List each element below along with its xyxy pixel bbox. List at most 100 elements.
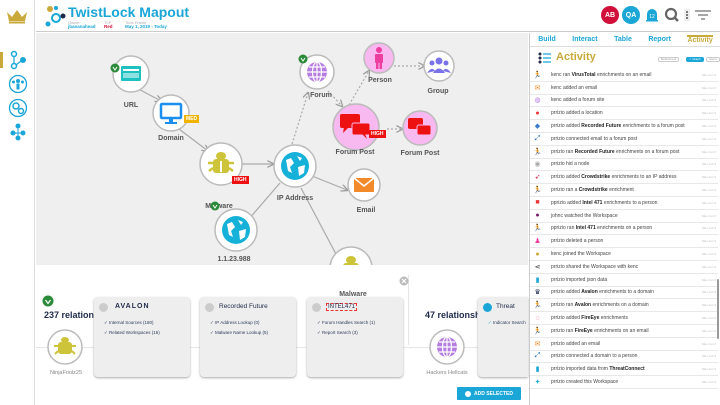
node-forum-post-2[interactable] [401,109,439,147]
source-name: INTEL471 [326,303,358,311]
activity-item[interactable]: 🏃prrizio ran FireEye enrichments on an e… [530,325,718,338]
node-label-group: Group [427,88,449,95]
activity-item[interactable]: 🏃 kenc ran VirusTotal enrichments on an e… [530,69,718,82]
activity-timestamp: Mon Jun 3 [701,188,716,193]
node-malware[interactable] [198,141,244,187]
filter-users[interactable]: Users [706,57,720,62]
activity-text: kenc ran VirusTotal enrichments on an em… [551,71,652,78]
activity-scrollbar[interactable] [717,279,719,339]
activity-header: Activity Refinement ✓ Graph Users [530,48,720,68]
tab-report[interactable]: Report [648,36,671,43]
entity-name: NinjaFoolz25 [49,370,83,376]
people-view-icon[interactable] [8,74,28,94]
node-label-forum-post: Forum Post [335,149,375,156]
source-card-threatconnect[interactable]: Threat ✓ Indicator Search [478,297,528,377]
source-card-intel471[interactable]: INTEL471 ✓ Forum Handles Search (1) ✓ Re… [307,297,403,377]
activity-item[interactable]: ▮prrizio imported data from ThreatConnec… [530,363,718,377]
node-url[interactable] [111,54,151,94]
select-checkbox[interactable] [99,303,108,312]
activity-item[interactable]: ■pprizio added Intel 471 enrichments to … [530,197,718,210]
node-ip-1-1-23-988[interactable] [213,207,259,253]
activity-item[interactable]: ⤢prrizio connected email to a forum post… [530,133,718,146]
node-person[interactable] [362,41,396,75]
tab-activity[interactable]: Activity [687,35,713,44]
activity-timestamp: Mon Jun 3 [701,175,716,180]
select-checkbox-checked[interactable] [483,303,492,312]
time-frame-label: Time Frame [125,20,147,25]
activity-item[interactable]: 🏃pprizio ran Intel 471 enrichments on a … [530,223,718,236]
edge-ip-email [311,175,347,190]
activity-item[interactable]: ➶prrizio added Crowdstrike enrichments t… [530,171,718,185]
node-group[interactable] [422,49,456,83]
activity-item[interactable]: ♛prrizio added Avalon enrichments to a d… [530,287,718,300]
activity-item[interactable]: 🏃prrizio ran Avalon enrichments on a dom… [530,299,718,313]
owner-value[interactable]: jbananahead [68,24,96,29]
workspace-logo-icon [45,6,66,27]
activity-text: prrizio imported data from ThreatConnect [551,366,645,373]
recorded-future-icon: ◆ [534,123,541,131]
select-checkbox[interactable] [312,303,321,312]
activity-text: kenc added an email [551,84,598,91]
source-line: ✓ IP Address Lookup (0) [210,320,260,325]
node-forum[interactable] [298,53,336,91]
notification-bell-icon[interactable]: 12 [643,6,661,24]
tab-build[interactable]: Build [538,36,556,43]
source-card-recorded-future[interactable]: Recorded Future ✓ IP Address Lookup (0) … [200,297,296,377]
crown-logo-icon[interactable] [6,8,28,24]
runner-icon: 🏃 [533,187,542,195]
tlp-value[interactable]: Red [104,24,113,29]
activity-item[interactable]: ◆prrizio added Recorded Future enrichmen… [530,120,718,133]
settings-view-icon[interactable] [8,98,28,118]
time-frame-value[interactable]: May 1, 2019 - Today [125,24,167,29]
activity-item[interactable]: 🏃prrizio ran Recorded Future enrichments… [530,146,718,159]
filter-icon[interactable] [694,6,712,24]
graph-view-icon[interactable] [8,50,28,70]
right-panel: Build Interact Table Report Activity Act… [529,33,720,405]
location-pin-icon: ● [535,109,540,117]
node-email[interactable] [346,167,382,203]
hierarchy-view-icon[interactable] [8,122,28,142]
entity-name-right: Hackers Hellcats [426,370,468,376]
activity-timestamp: Mon Jun 3 [701,149,716,154]
rail-active-indicator [0,52,3,68]
tab-table[interactable]: Table [614,36,632,43]
close-icon[interactable] [399,276,409,286]
activity-text: prrizio created this Workspace [551,379,619,386]
node-label-ip-2: 1.1.23.988 [217,256,251,263]
filter-refinement[interactable]: Refinement [658,57,680,62]
graph-edges [130,33,528,265]
runner-icon: 🏃 [533,71,542,79]
add-selected-button[interactable]: ADD SELECTED [457,387,521,400]
more-options-icon[interactable] [683,6,691,24]
filter-graph[interactable]: ✓ Graph [686,57,704,62]
avatar-qa[interactable]: QA [622,6,640,24]
relationships-count-right: 47 relationships found [425,310,522,320]
web-globe-icon: ◍ [534,97,541,105]
activity-text: prrizio added Crowdstrike enrichments to… [551,174,677,181]
node-ip-address[interactable] [272,143,318,189]
node-domain[interactable] [151,93,191,133]
graph-canvas[interactable]: URL MED Domain HIGH Malware IP Address F… [36,33,528,290]
select-checkbox[interactable] [205,303,214,312]
avatar-ab[interactable]: AB [601,6,619,24]
node-forum-post[interactable] [331,102,381,152]
entity-avatar-malware[interactable] [46,328,84,366]
entity-avatar-forum[interactable] [428,328,466,366]
tab-interact[interactable]: Interact [572,36,598,43]
search-icon[interactable] [664,6,680,24]
source-card-avalon[interactable]: AVALON ✓ Internal Sources (180) ✓ Relate… [94,297,190,377]
